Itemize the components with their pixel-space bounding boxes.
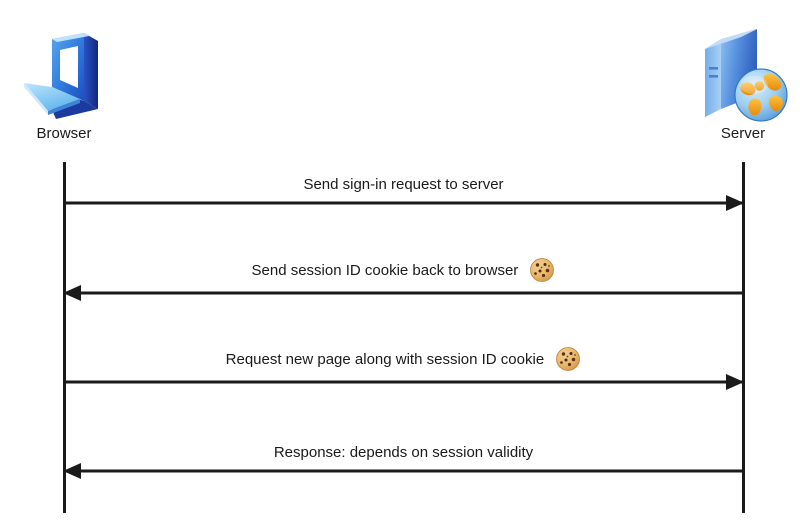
message-2-line (64, 291, 743, 295)
cookie-icon (555, 346, 581, 372)
arrowhead-left-icon (63, 285, 81, 301)
message-2-label: Send session ID cookie back to browser (64, 258, 743, 284)
message-2-text: Send session ID cookie back to browser (251, 261, 519, 279)
message-4-text: Response: depends on session validity (273, 444, 534, 461)
lifeline-browser (63, 162, 66, 513)
lifeline-server (742, 162, 745, 513)
actor-server-label: Server (720, 125, 766, 142)
message-3-label: Request new page along with session ID c… (64, 347, 743, 373)
cookie-icon (529, 257, 555, 283)
message-1-text: Send sign-in request to server (303, 176, 504, 193)
message-1-label: Send sign-in request to server (64, 175, 743, 194)
arrowhead-right-icon (726, 374, 744, 390)
message-3-line (64, 380, 743, 384)
actor-server: Server (673, 20, 800, 143)
server-globe-icon (673, 20, 800, 125)
message-3-text: Request new page along with session ID c… (225, 350, 545, 368)
message-4-line (64, 469, 743, 473)
arrowhead-left-icon (63, 463, 81, 479)
actor-browser: Browser (0, 20, 134, 143)
laptop-icon (0, 20, 134, 125)
message-4-label: Response: depends on session validity (64, 443, 743, 462)
arrowhead-right-icon (726, 195, 744, 211)
actor-browser-label: Browser (36, 125, 92, 142)
message-1-line (64, 201, 743, 205)
